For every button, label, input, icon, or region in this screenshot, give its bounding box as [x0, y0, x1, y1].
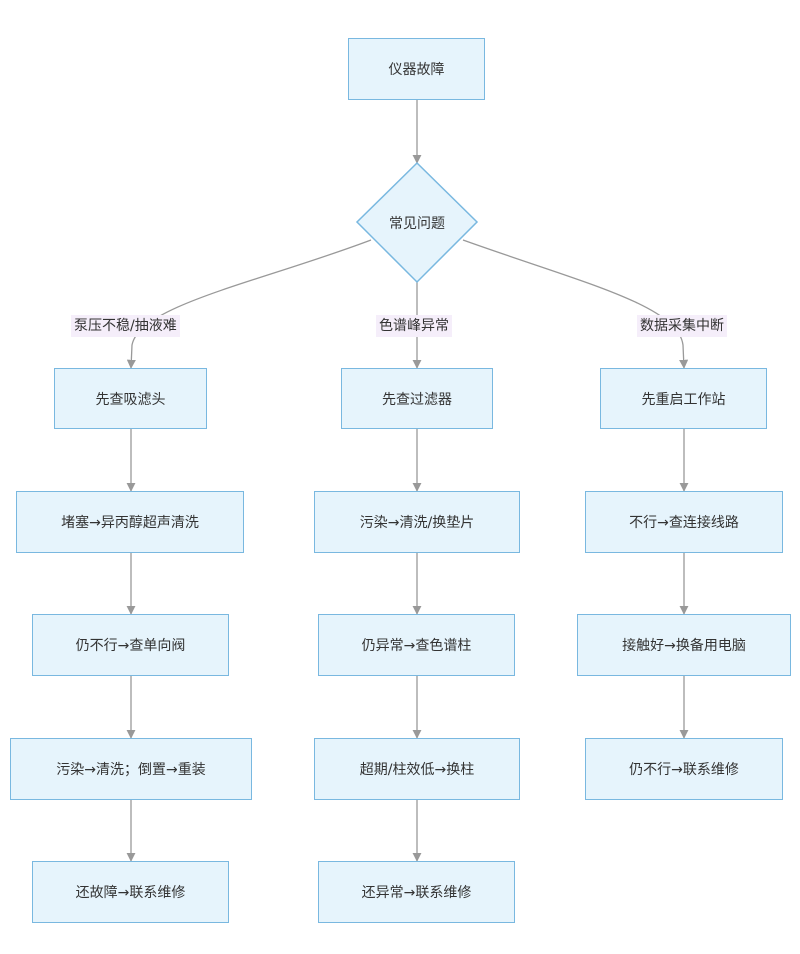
- pump-step-3: 仍不行→查单向阀: [32, 614, 229, 676]
- peak-step-4: 超期/柱效低→换柱: [314, 738, 520, 800]
- peak-step-2: 污染→清洗/换垫片: [314, 491, 520, 553]
- edge-decision-to-pump: [126, 239, 372, 369]
- pump-step-2: 堵塞→异丙醇超声清洗: [16, 491, 244, 553]
- pump-step-5: 还故障→联系维修: [32, 861, 229, 923]
- edge-decision-to-data: [462, 239, 689, 369]
- data-step-4: 仍不行→联系维修: [585, 738, 783, 800]
- edge-label-peak: 色谱峰异常: [376, 315, 452, 337]
- peak-step-5: 还异常→联系维修: [318, 861, 515, 923]
- peak-step-1: 先查过滤器: [341, 368, 493, 429]
- pump-step-1: 先查吸滤头: [54, 368, 207, 429]
- pump-step-4: 污染→清洗；倒置→重装: [10, 738, 252, 800]
- data-step-1: 先重启工作站: [600, 368, 767, 429]
- peak-step-3: 仍异常→查色谱柱: [318, 614, 515, 676]
- data-step-3: 接触好→换备用电脑: [577, 614, 791, 676]
- decision-diamond: [355, 161, 479, 284]
- edge-label-pump: 泵压不稳/抽液难: [71, 315, 180, 337]
- edge-label-data: 数据采集中断: [637, 315, 727, 337]
- start-node: 仪器故障: [348, 38, 485, 100]
- decision-label: 常见问题: [389, 215, 445, 232]
- data-step-2: 不行→查连接线路: [585, 491, 783, 553]
